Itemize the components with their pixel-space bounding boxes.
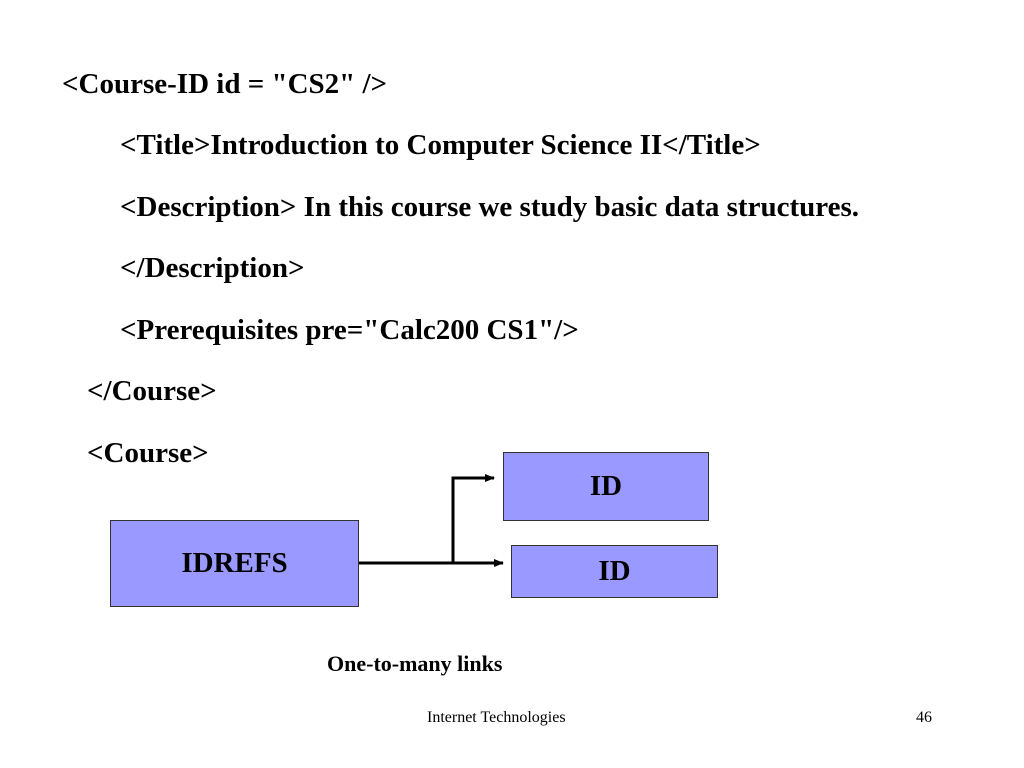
code-line-course-open: <Course>	[87, 437, 209, 469]
code-line-course-close: </Course>	[87, 375, 217, 407]
connector-branch-line	[451, 474, 495, 563]
code-line-title: <Title>Introduction to Computer Science …	[120, 129, 761, 161]
page-number: 46	[916, 709, 932, 726]
footer-title: Internet Technologies	[427, 709, 566, 726]
id-box-top: ID	[503, 452, 709, 521]
diagram-caption: One-to-many links	[327, 651, 503, 676]
code-line-description-open: <Description> In this course we study ba…	[120, 191, 859, 223]
id-box-bottom: ID	[511, 545, 718, 598]
idrefs-box: IDREFS	[110, 520, 359, 607]
code-line-prerequisites: <Prerequisites pre="Calc200 CS1"/>	[120, 314, 579, 346]
code-line-course-id: <Course-ID id = "CS2" />	[62, 68, 388, 100]
id-label-top: ID	[589, 470, 623, 502]
code-line-description-close: </Description>	[120, 252, 305, 284]
id-label-bottom: ID	[598, 555, 631, 587]
idrefs-label: IDREFS	[181, 547, 288, 579]
